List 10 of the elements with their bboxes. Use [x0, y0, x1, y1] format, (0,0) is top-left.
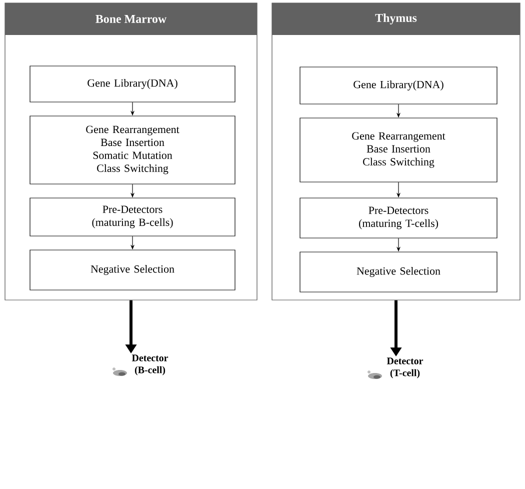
process-box: Negative Selection: [30, 250, 236, 290]
process-box: Negative Selection: [300, 252, 498, 292]
output-label: Detector (B-cell): [132, 354, 168, 376]
process-box: Pre-Detectors (maturing T-cells): [300, 198, 498, 238]
process-box: Pre-Detectors (maturing B-cells): [30, 198, 236, 236]
process-box: Gene Rearrangement Base Insertion Somatic Mutation Class Switching: [30, 116, 236, 184]
output-label: Detector (T-cell): [386, 358, 424, 378]
process-box: Gene Library(DNA): [300, 66, 498, 104]
process-box: Gene Rearrangement Base Insertion Class Switching: [300, 118, 498, 182]
process-box: Gene Library(DNA): [30, 66, 236, 102]
